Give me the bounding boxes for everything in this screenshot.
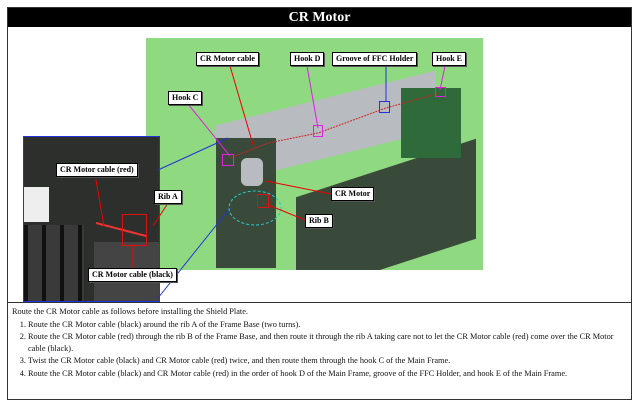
- intro-text: Route the CR Motor cable as follows befo…: [12, 307, 248, 316]
- step-1: Route the CR Motor cable (black) around …: [28, 319, 625, 331]
- instructions: Route the CR Motor cable as follows befo…: [12, 306, 625, 379]
- label-cable-black: CR Motor cable (black): [88, 268, 177, 282]
- step-2: Route the CR Motor cable (red) through t…: [28, 331, 625, 354]
- label-cable-red: CR Motor cable (red): [56, 163, 138, 177]
- document-panel: CR Motor CR Motor cable Hook D Groove of…: [7, 7, 632, 400]
- hook-c-marker: [222, 154, 234, 166]
- groove-marker: [379, 101, 390, 113]
- rib-b-marker: [257, 194, 269, 208]
- steps-list: Route the CR Motor cable (black) around …: [12, 319, 625, 380]
- step-4: Route the CR Motor cable (black) and CR …: [28, 368, 625, 380]
- label-rib-a: Rib A: [154, 190, 182, 204]
- label-rib-b: Rib B: [305, 214, 333, 228]
- printer-photo: [146, 38, 483, 270]
- hook-d-marker: [313, 125, 323, 137]
- divider: [8, 302, 631, 303]
- hook-e-marker: [435, 87, 446, 97]
- label-hook-e: Hook E: [432, 52, 467, 66]
- step-3: Twist the CR Motor cable (black) and CR …: [28, 355, 625, 367]
- label-cr-motor: CR Motor: [331, 187, 375, 201]
- page-title: CR Motor: [8, 8, 631, 27]
- label-hook-c: Hook C: [168, 91, 203, 105]
- label-groove-ffc-holder: Groove of FFC Holder: [332, 52, 418, 66]
- label-hook-d: Hook D: [290, 52, 325, 66]
- callout-lines: [95, 65, 446, 299]
- label-cr-motor-cable: CR Motor cable: [196, 52, 259, 66]
- rib-a-marker: [122, 214, 147, 246]
